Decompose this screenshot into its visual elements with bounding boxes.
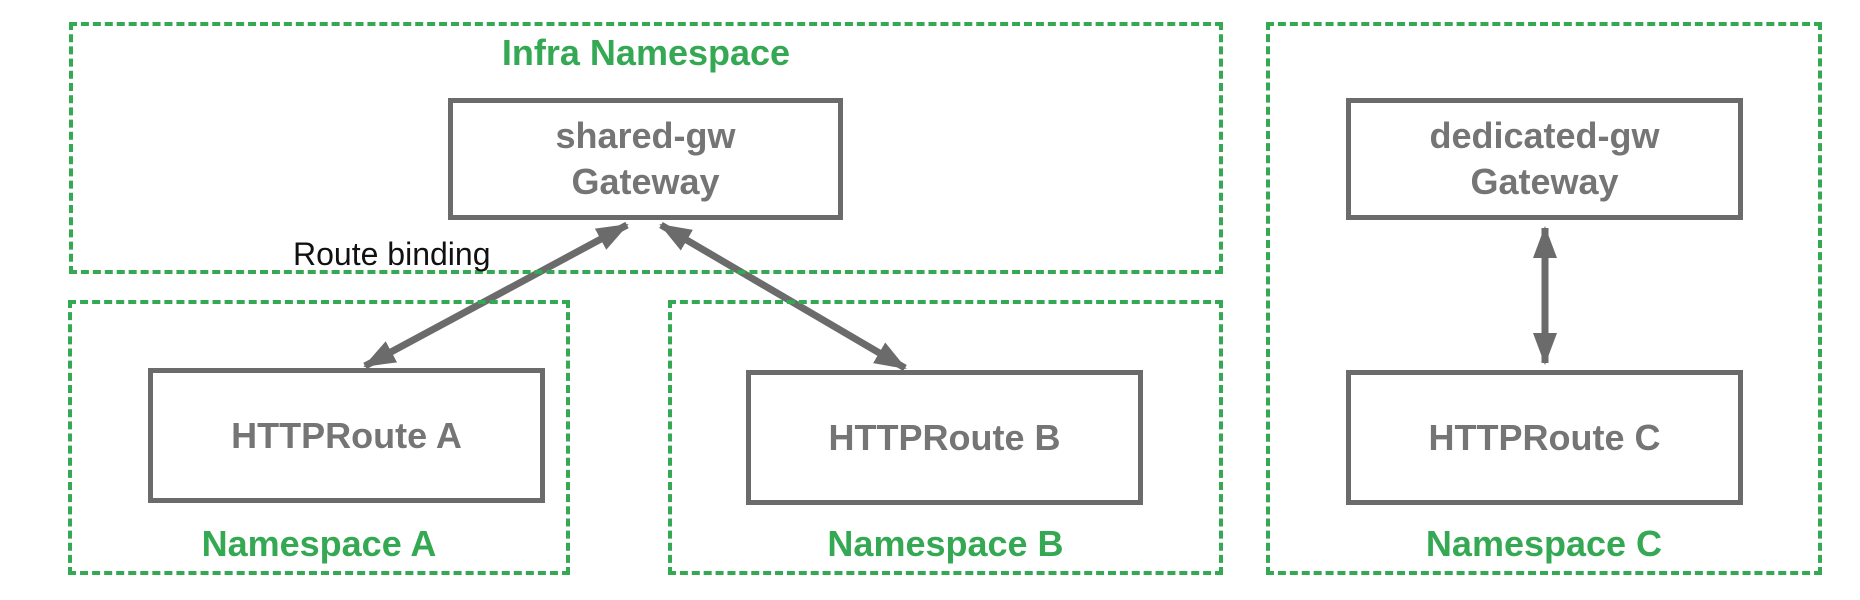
httproute-a-node: HTTPRoute A xyxy=(148,368,545,503)
shared-gw-kind: Gateway xyxy=(571,161,720,202)
namespace-b-title: Namespace B xyxy=(827,523,1064,564)
dedicated-gw-name: dedicated-gw xyxy=(1429,115,1660,156)
namespace-c-box: Namespace C xyxy=(1266,22,1822,575)
infra-namespace-box: Infra Namespace xyxy=(69,22,1223,274)
route-binding-label: Route binding xyxy=(293,236,491,272)
arrow-route-a-to-shared-gw xyxy=(363,221,629,370)
httproute-b-label: HTTPRoute B xyxy=(828,416,1061,458)
namespace-c-title: Namespace C xyxy=(1425,523,1663,564)
shared-gw-name: shared-gw xyxy=(555,115,736,156)
infra-namespace-title: Infra Namespace xyxy=(501,32,791,73)
dedicated-gw-kind: Gateway xyxy=(1470,161,1619,202)
namespace-a-title: Namespace A xyxy=(201,523,437,564)
shared-gw-gateway-node: shared-gw Gateway xyxy=(448,98,843,220)
dedicated-gw-gateway-node: dedicated-gw Gateway xyxy=(1346,98,1743,220)
namespace-a-box: Namespace A xyxy=(68,300,570,575)
namespace-b-box: Namespace B xyxy=(668,300,1223,575)
httproute-c-node: HTTPRoute C xyxy=(1346,370,1743,505)
httproute-b-node: HTTPRoute B xyxy=(746,370,1143,505)
httproute-a-label: HTTPRoute A xyxy=(231,414,462,456)
httproute-c-label: HTTPRoute C xyxy=(1428,416,1661,458)
arrow-route-b-to-shared-gw xyxy=(659,221,907,372)
